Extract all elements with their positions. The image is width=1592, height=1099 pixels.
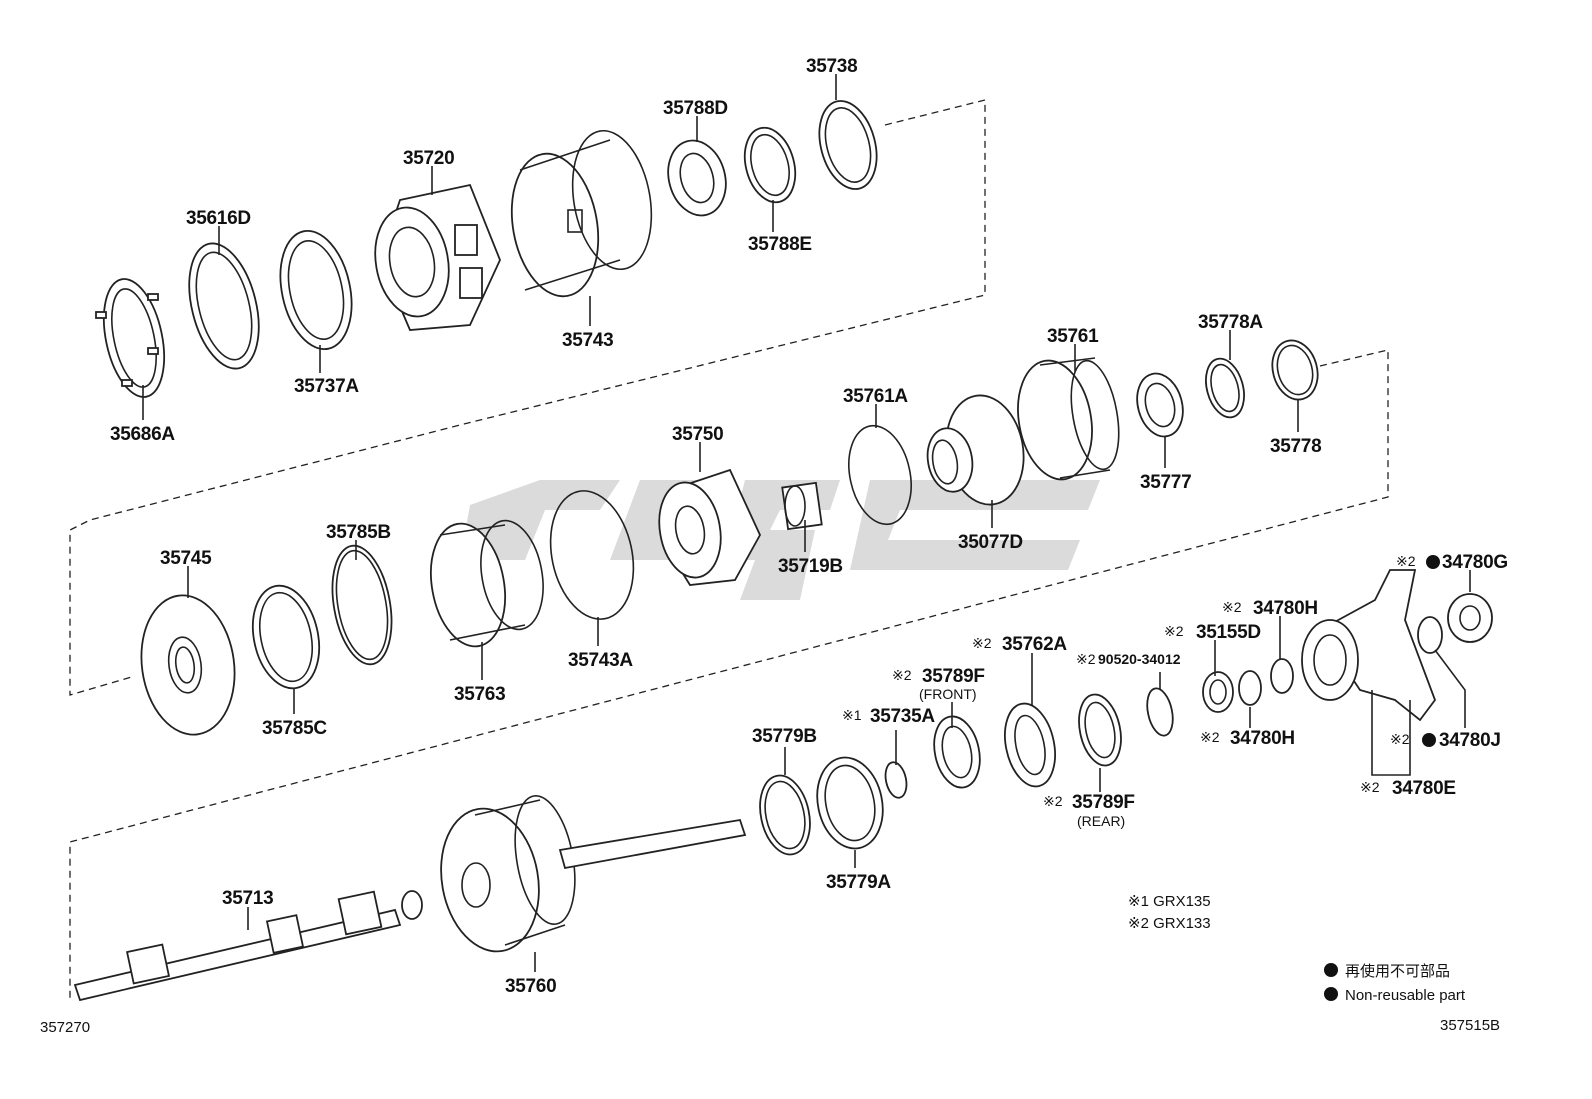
label-35789F-front[interactable]: 35789F	[922, 666, 985, 687]
label-35738[interactable]: 35738	[806, 56, 858, 77]
mark-35735A: ※1	[842, 707, 862, 723]
label-34780J[interactable]: 34780J	[1439, 730, 1501, 751]
label-35713[interactable]: 35713	[222, 888, 274, 909]
part-35785B[interactable]	[324, 541, 400, 669]
mark-34780J: ※2	[1390, 731, 1410, 747]
label-35719B[interactable]: 35719B	[778, 556, 843, 577]
part-35735A[interactable]	[882, 760, 909, 799]
part-35761[interactable]	[1009, 355, 1126, 486]
part-35763[interactable]	[422, 516, 551, 653]
label-35760[interactable]: 35760	[505, 976, 557, 997]
part-90520-34012[interactable]	[1143, 686, 1176, 738]
leader-lines	[142, 74, 1471, 972]
label-35789F-rear[interactable]: 35789F	[1072, 792, 1135, 813]
mark-34780E: ※2	[1360, 779, 1380, 795]
part-35788D[interactable]	[660, 134, 734, 222]
footer-left-code: 357270	[40, 1019, 90, 1036]
applicability-marks: ※2 ※2 ※2 ※2 ※2 ※2 ※1 ※2 ※2 ※2 ※2	[842, 553, 1416, 809]
label-35779B[interactable]: 35779B	[752, 726, 817, 747]
part-labels: 35738 35788D 35720 35616D 35743 35788E 3…	[110, 56, 1508, 997]
part-35760[interactable]	[430, 791, 747, 959]
label-35743[interactable]: 35743	[562, 330, 614, 351]
label-35735A[interactable]: 35735A	[870, 706, 936, 727]
label-35788E[interactable]: 35788E	[748, 234, 812, 255]
label-35750[interactable]: 35750	[672, 424, 724, 445]
label-35737A[interactable]: 35737A	[294, 376, 360, 397]
label-34780H-lower[interactable]: 34780H	[1230, 728, 1295, 749]
part-35778[interactable]	[1266, 335, 1324, 404]
part-35686A[interactable]	[94, 273, 174, 402]
assembly-boundaries	[69, 99, 1389, 1000]
part-35785C[interactable]	[244, 579, 328, 694]
part-35077D[interactable]	[923, 389, 1032, 511]
label-35686A[interactable]: 35686A	[110, 424, 176, 445]
label-34780G[interactable]: 34780G	[1442, 552, 1508, 573]
mark-35155D: ※2	[1164, 623, 1184, 639]
label-90520-34012[interactable]: 90520-34012	[1098, 651, 1181, 667]
label-35743A[interactable]: 35743A	[568, 650, 634, 671]
part-35737A[interactable]	[270, 224, 361, 356]
label-34780E[interactable]: 34780E	[1392, 778, 1456, 799]
non-reusable-markers	[1324, 555, 1440, 1001]
label-35761A[interactable]: 35761A	[843, 386, 909, 407]
label-35077D[interactable]: 35077D	[958, 532, 1023, 553]
mark-34780H-upper: ※2	[1222, 599, 1242, 615]
part-35743A[interactable]	[539, 483, 644, 627]
part-35750[interactable]	[652, 468, 762, 586]
part-35762A[interactable]	[998, 699, 1062, 791]
part-35713[interactable]	[73, 890, 423, 1002]
label-35785C[interactable]: 35785C	[262, 718, 328, 739]
label-35155D[interactable]: 35155D	[1196, 622, 1261, 643]
part-35779B[interactable]	[753, 771, 817, 859]
label-35778A[interactable]: 35778A	[1198, 312, 1264, 333]
mark-34780G: ※2	[1396, 553, 1416, 569]
label-35762A[interactable]: 35762A	[1002, 634, 1068, 655]
label-35720[interactable]: 35720	[403, 148, 455, 169]
part-35779A[interactable]	[809, 751, 891, 854]
part-35745[interactable]	[133, 589, 244, 740]
part-34780J[interactable]	[1417, 616, 1443, 654]
note-jp: 再使用不可部品	[1345, 963, 1450, 980]
part-35789F-front[interactable]	[928, 712, 986, 792]
label-35777[interactable]: 35777	[1140, 472, 1192, 493]
note-grx135: ※1 GRX135	[1128, 893, 1211, 910]
part-34780G[interactable]	[1447, 593, 1493, 643]
part-35743[interactable]	[501, 124, 661, 303]
part-34780E[interactable]	[1301, 569, 1437, 722]
label-35785B[interactable]: 35785B	[326, 522, 391, 543]
part-35789F-rear[interactable]	[1073, 691, 1127, 770]
part-35761A[interactable]	[840, 420, 919, 530]
part-35155D[interactable]	[1202, 671, 1234, 713]
part-34780H-upper[interactable]	[1270, 658, 1294, 694]
part-35720[interactable]	[367, 183, 501, 331]
label-35745[interactable]: 35745	[160, 548, 212, 569]
mark-35762A: ※2	[972, 635, 992, 651]
part-35719B[interactable]	[781, 481, 823, 531]
legend: ※1 GRX135 ※2 GRX133 再使用不可部品 Non-reusable…	[1128, 893, 1466, 1004]
mark-90520: ※2	[1076, 651, 1096, 667]
label-35616D[interactable]: 35616D	[186, 208, 251, 229]
label-35778[interactable]: 35778	[1270, 436, 1322, 457]
label-35761[interactable]: 35761	[1047, 326, 1099, 347]
part-35778A[interactable]	[1200, 354, 1250, 421]
note-grx133: ※2 GRX133	[1128, 915, 1211, 932]
label-35788D[interactable]: 35788D	[663, 98, 728, 119]
mark-35789F-front: ※2	[892, 667, 912, 683]
label-35763[interactable]: 35763	[454, 684, 506, 705]
part-35738[interactable]	[810, 95, 885, 196]
label-35779A[interactable]: 35779A	[826, 872, 892, 893]
part-35788E[interactable]	[737, 122, 803, 208]
note-en: Non-reusable part	[1345, 987, 1466, 1004]
footer-right-code: 357515B	[1440, 1017, 1500, 1034]
mark-35789F-rear: ※2	[1043, 793, 1063, 809]
part-34780H-lower[interactable]	[1238, 670, 1262, 706]
part-35777[interactable]	[1130, 368, 1189, 441]
mark-34780H-lower: ※2	[1200, 729, 1220, 745]
part-35616D[interactable]	[177, 236, 270, 376]
label-front: (FRONT)	[919, 686, 977, 702]
label-rear: (REAR)	[1077, 813, 1125, 829]
label-34780H-upper[interactable]: 34780H	[1253, 598, 1318, 619]
